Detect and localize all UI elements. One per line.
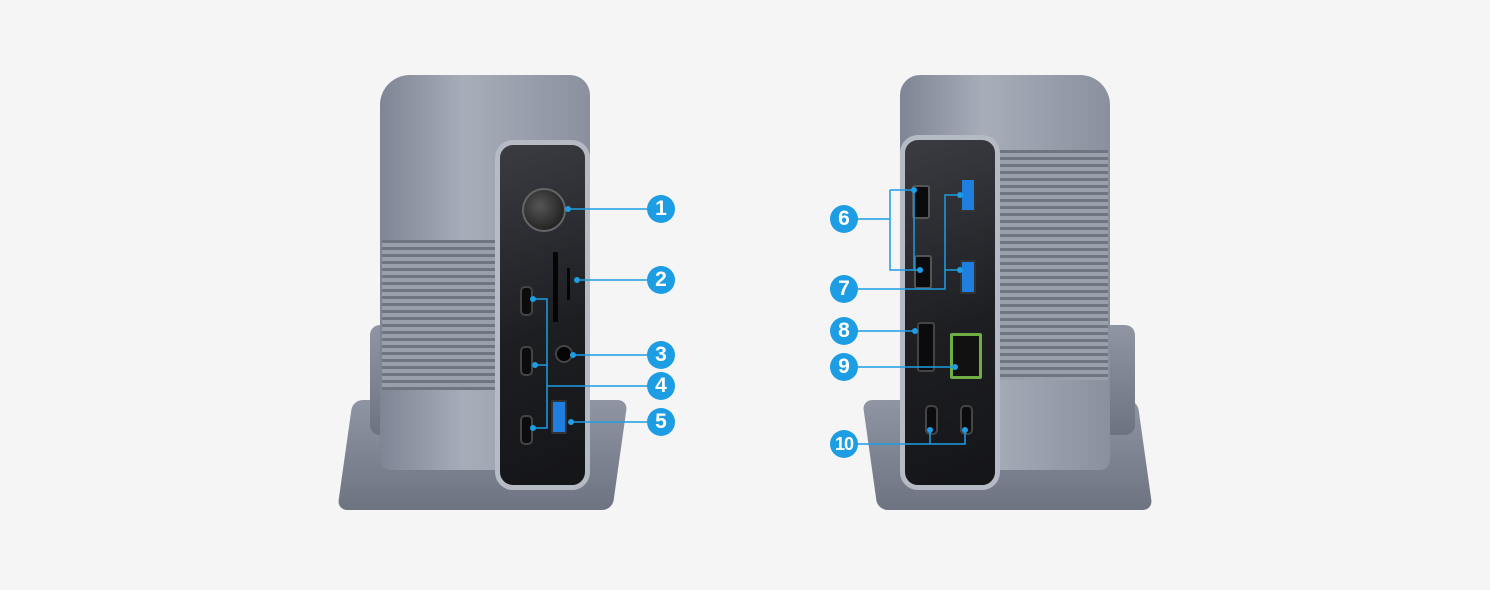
dc-in-port	[917, 322, 935, 372]
usb-a-port	[960, 260, 976, 294]
microsd-slot	[567, 268, 570, 300]
callout-5: 5	[647, 408, 675, 436]
callout-4: 4	[647, 372, 675, 400]
callout-3: 3	[647, 341, 675, 369]
vent-ribs	[995, 150, 1108, 380]
hdmi-port	[912, 185, 930, 219]
ethernet-port	[950, 333, 982, 379]
callout-7: 7	[830, 275, 858, 303]
callout-1: 1	[647, 195, 675, 223]
hdmi-port	[914, 255, 932, 289]
usb-c-port	[520, 346, 533, 376]
back-panel	[900, 135, 1000, 490]
power-button[interactable]	[522, 188, 566, 232]
sd-slot	[553, 252, 558, 322]
usb-a-port	[551, 400, 567, 434]
callout-10: 10	[830, 430, 858, 458]
usb-c-port	[960, 405, 973, 435]
callout-2: 2	[647, 266, 675, 294]
usb-c-port	[925, 405, 938, 435]
callout-6: 6	[830, 205, 858, 233]
callout-9: 9	[830, 353, 858, 381]
vent-ribs	[382, 240, 497, 390]
callout-8: 8	[830, 317, 858, 345]
